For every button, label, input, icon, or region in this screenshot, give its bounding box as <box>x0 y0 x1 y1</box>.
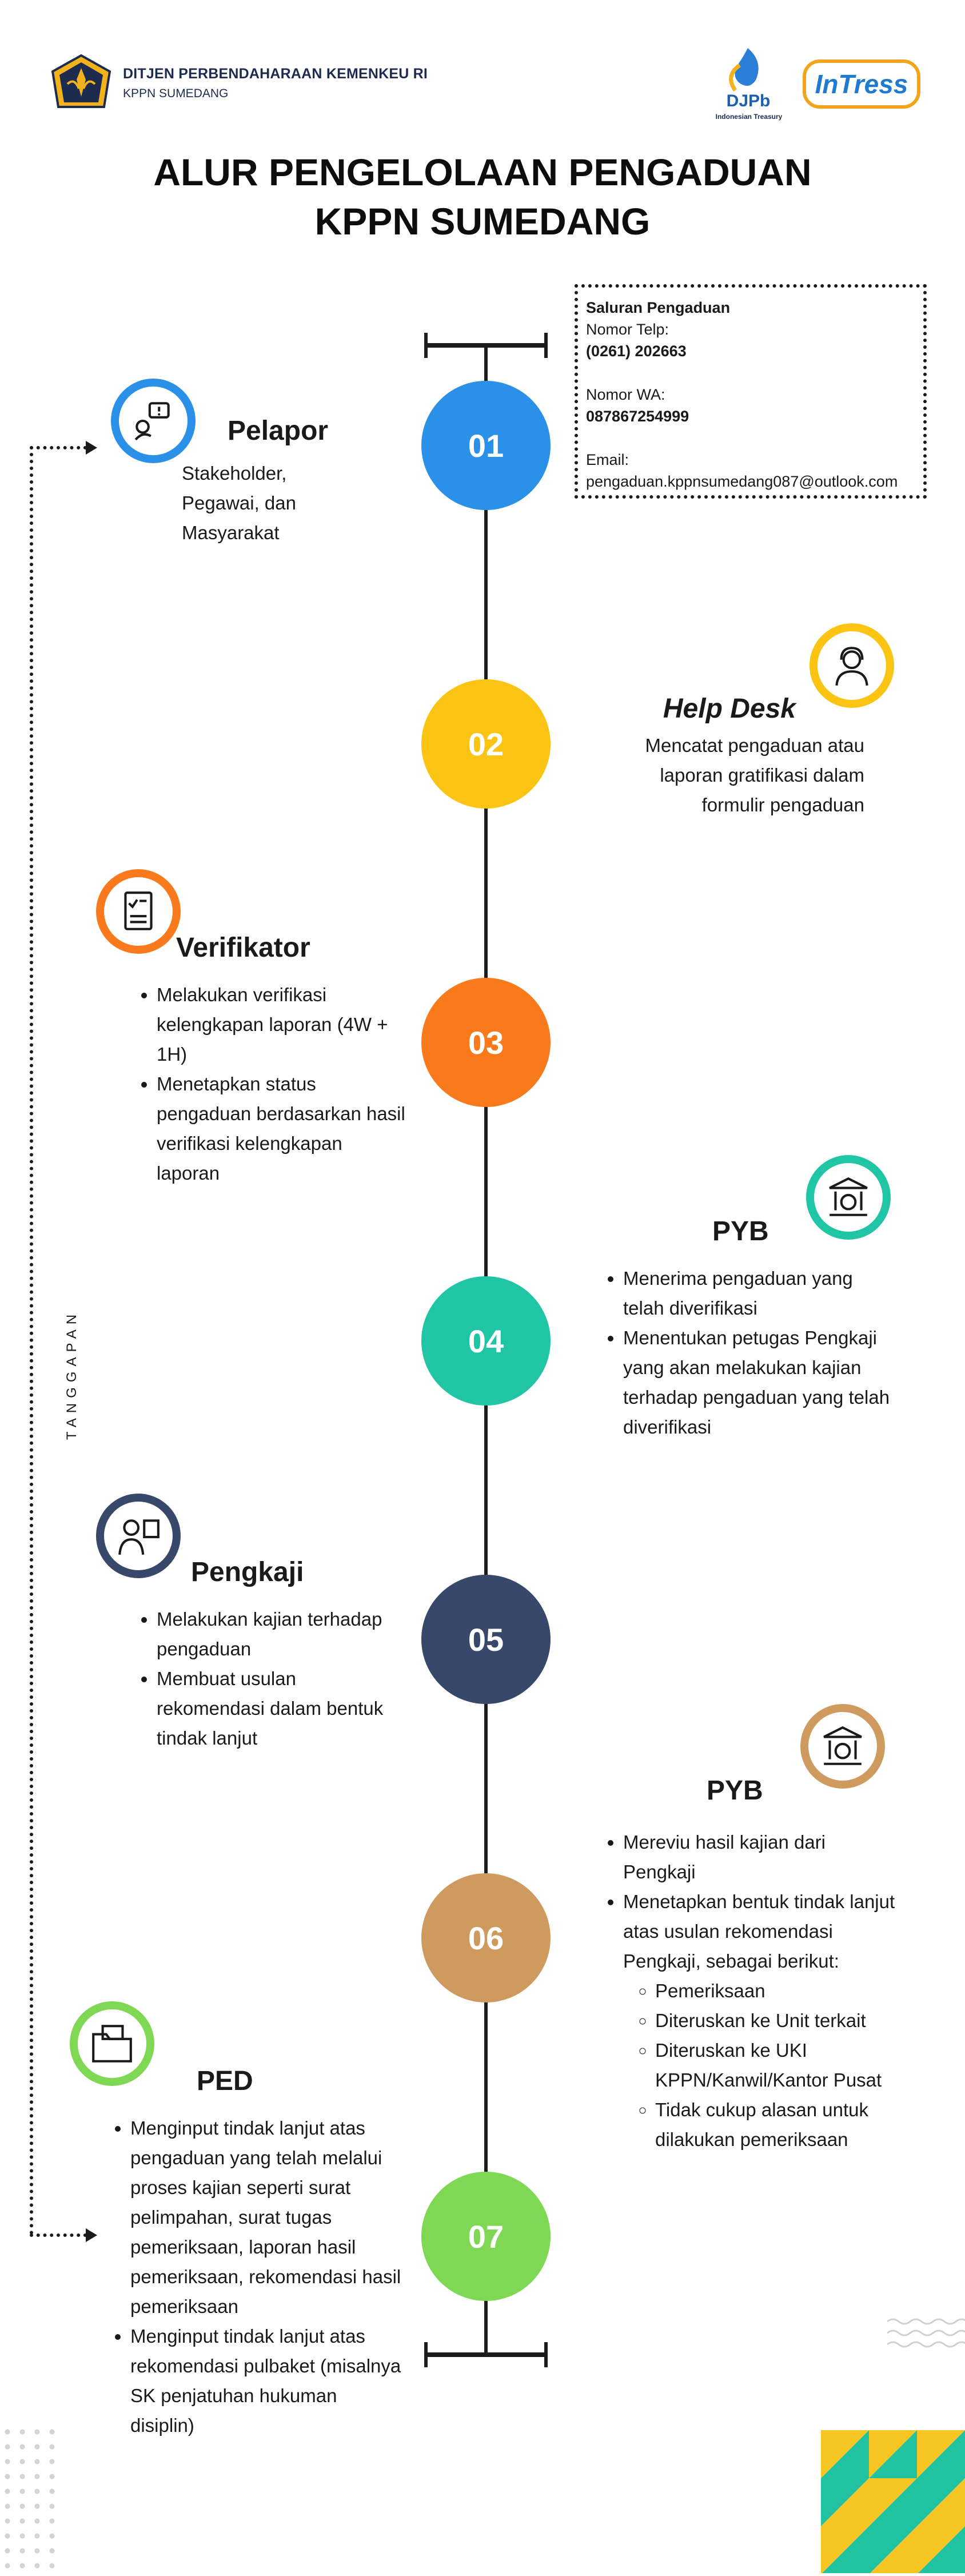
org-name: DITJEN PERBENDAHARAAN KEMENKEU RI <box>123 66 428 82</box>
step-05-list: Melakukan kajian terhadap pengaduanMembu… <box>133 1604 384 1753</box>
title-line-1: ALUR PENGELOLAAN PENGADUAN <box>153 151 812 193</box>
step-07-title: PED <box>197 2066 253 2096</box>
timeline-top-cap <box>424 333 548 358</box>
feedback-line <box>30 446 33 2236</box>
feedback-arrow-top-line <box>30 446 87 449</box>
page-title: ALUR PENGELOLAAN PENGADUAN KPPN SUMEDANG <box>0 148 965 246</box>
wa-number[interactable]: 087867254999 <box>586 408 689 425</box>
step-07-list: Menginput tindak lanjut atas pengaduan y… <box>106 2113 404 2440</box>
step-node-01: 01 <box>421 381 551 510</box>
step-node-04: 04 <box>421 1276 551 1406</box>
step-02-title: Help Desk <box>663 694 796 724</box>
djpb-logo-subtext: Indonesian Treasury <box>715 113 783 121</box>
presenter-icon <box>96 1494 181 1578</box>
step-03-list: Melakukan verifikasi kelengkapan laporan… <box>133 980 407 1188</box>
document-check-icon <box>96 869 181 954</box>
intress-logo-text: InTress <box>815 69 908 99</box>
helpdesk-icon <box>810 623 894 708</box>
step-node-07: 07 <box>421 2172 551 2301</box>
wa-label: Nomor WA: <box>586 386 665 403</box>
bank-icon <box>800 1704 885 1789</box>
step-node-02: 02 <box>421 679 551 809</box>
org-sub: KPPN SUMEDANG <box>123 87 229 100</box>
complaint-icon <box>111 379 196 463</box>
email-label: Email: <box>586 451 629 468</box>
step-03-title: Verifikator <box>176 933 310 963</box>
dot-grid-decoration <box>0 2424 63 2573</box>
step-node-06: 06 <box>421 1873 551 2002</box>
intress-logo: InTress <box>803 59 920 109</box>
phone-label: Nomor Telp: <box>586 321 669 338</box>
step-01-title: Pelapor <box>228 416 329 446</box>
bank-icon <box>806 1155 891 1240</box>
djpb-logo <box>708 45 788 125</box>
tanggapan-label: TANGGAPAN <box>64 1309 79 1440</box>
feedback-arrow-top-head <box>86 441 97 455</box>
email-address[interactable]: pengaduan.kppnsumedang087@outlook.com <box>586 473 898 490</box>
step-node-03: 03 <box>421 978 551 1107</box>
djpb-logo-text: DJPb <box>726 91 771 110</box>
folder-icon <box>70 2001 154 2086</box>
step-06-list: Mereviu hasil kajian dari Pengkaji Menet… <box>599 1828 896 2155</box>
contact-heading: Saluran Pengaduan <box>586 299 731 316</box>
phone-number[interactable]: (0261) 202663 <box>586 343 687 360</box>
triangle-pattern-decoration <box>821 2430 965 2574</box>
step-05-title: Pengkaji <box>191 1557 304 1587</box>
step-04-title: PYB <box>712 1216 769 1247</box>
step-06-title: PYB <box>707 1775 763 1806</box>
feedback-arrow-bottom-head <box>86 2228 97 2242</box>
feedback-arrow-bottom-line <box>30 2233 87 2237</box>
title-line-2: KPPN SUMEDANG <box>314 200 651 242</box>
timeline-bottom-cap <box>424 2342 548 2367</box>
contact-box: Saluran Pengaduan Nomor Telp: (0261) 202… <box>575 284 927 499</box>
kemenkeu-logo <box>50 54 112 112</box>
step-node-05: 05 <box>421 1575 551 1704</box>
step-04-list: Menerima pengaduan yang telah diverifika… <box>599 1264 896 1442</box>
wave-decoration <box>887 2316 965 2356</box>
